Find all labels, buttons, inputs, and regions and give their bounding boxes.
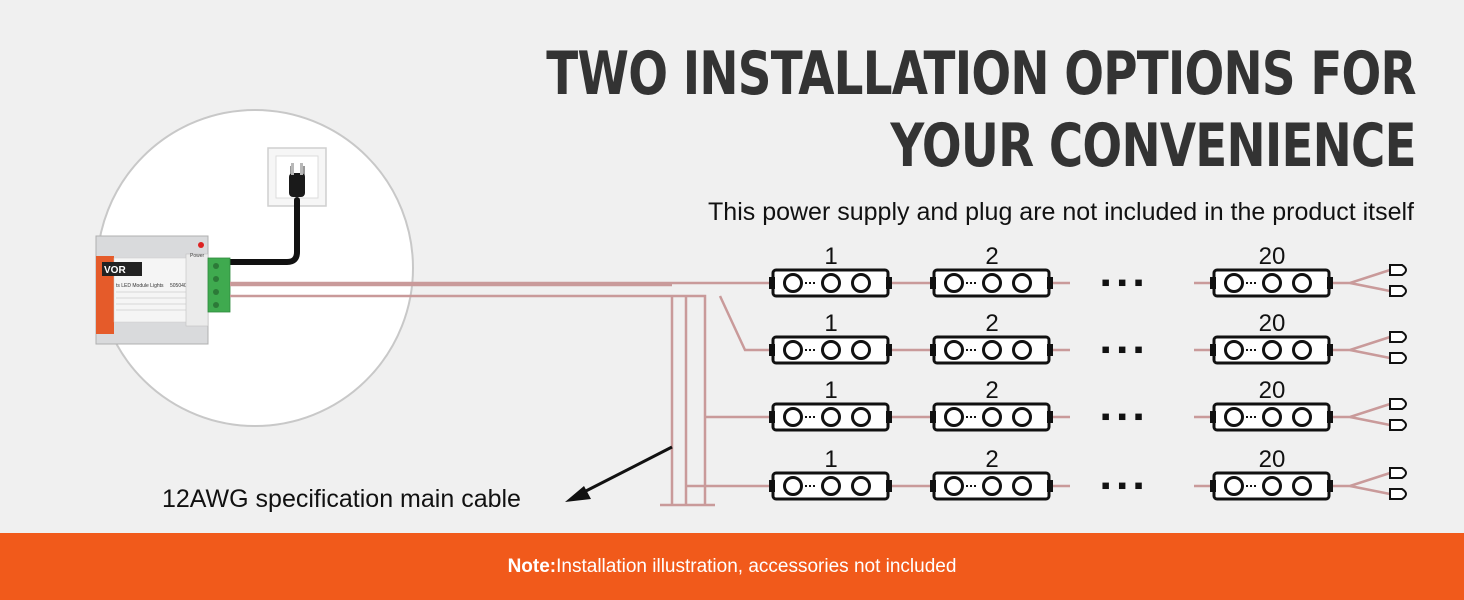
- led-module-icon: [1210, 471, 1333, 501]
- psu-heading: ts LED Module Lights: [116, 283, 164, 289]
- module-number: 2: [985, 310, 998, 337]
- title-line-2: YOUR CONVENIENCE: [890, 111, 1417, 181]
- module-number: 20: [1259, 310, 1286, 337]
- module-number: 20: [1259, 446, 1286, 473]
- led-module-icon: [769, 268, 892, 298]
- led-module-icon: [1210, 268, 1333, 298]
- note-text: Installation illustration, accessories n…: [556, 555, 957, 577]
- module-number: 2: [985, 446, 998, 473]
- main-cable-wires: [230, 281, 770, 507]
- ellipsis: ▪ ▪ ▪: [1101, 470, 1143, 500]
- title-line-1: TWO INSTALLATION OPTIONS FOR: [546, 39, 1416, 109]
- power-plug-icon: [219, 163, 305, 265]
- branch-wire: [718, 295, 770, 352]
- subtitle: This power supply and plug are not inclu…: [708, 198, 1414, 226]
- ellipsis: ▪ ▪ ▪: [1101, 401, 1143, 431]
- led-row: ▪ ▪ ▪ 1 2 20: [769, 310, 1407, 365]
- psu-power-label: Power: [190, 253, 205, 259]
- module-number: 1: [824, 310, 837, 337]
- led-row: ▪ ▪ ▪ 1 2 20: [769, 446, 1407, 501]
- led-module-icon: [769, 471, 892, 501]
- note-prefix: Note:: [507, 555, 557, 577]
- led-module-rows: ▪ ▪ ▪ 1 2 20 ▪ ▪ ▪ 1 2 20 ▪ ▪ ▪ 1 2 20 ▪ ▪ ▪ 1 2 20: [769, 243, 1407, 501]
- led-module-icon: [769, 335, 892, 365]
- connector-plug-icon: [1333, 467, 1407, 500]
- led-row: ▪ ▪ ▪ 1 2 20: [769, 377, 1407, 432]
- module-number: 20: [1259, 377, 1286, 404]
- led-module-icon: [930, 471, 1053, 501]
- connector-plug-icon: [1333, 331, 1407, 364]
- module-number: 1: [824, 446, 837, 473]
- power-supply-unit: VOR ts LED Module Lights 5050400 Power: [95, 235, 231, 345]
- connector-plug-icon: [1333, 264, 1407, 297]
- ellipsis: ▪ ▪ ▪: [1101, 334, 1143, 364]
- module-number: 20: [1259, 243, 1286, 270]
- ellipsis: ▪ ▪ ▪: [1101, 267, 1143, 297]
- psu-brand-label: VOR: [104, 265, 126, 276]
- cable-label: 12AWG specification main cable: [162, 485, 521, 513]
- page-title: TWO INSTALLATION OPTIONS FOR YOUR CONVEN…: [546, 38, 1416, 182]
- led-module-icon: [930, 335, 1053, 365]
- psu-model: 5050400: [170, 283, 190, 289]
- arrow-icon: [565, 445, 673, 502]
- led-module-icon: [930, 268, 1053, 298]
- led-row: ▪ ▪ ▪ 1 2 20: [769, 243, 1407, 298]
- led-module-icon: [1210, 402, 1333, 432]
- wiring-diagram: VOR ts LED Module Lights 5050400 Power ▪…: [95, 109, 1407, 507]
- module-number: 2: [985, 377, 998, 404]
- connector-plug-icon: [1333, 398, 1407, 431]
- installation-diagram: VOR ts LED Module Lights 5050400 Power ▪…: [95, 109, 1407, 507]
- led-module-icon: [930, 402, 1053, 432]
- main-wire: [230, 294, 707, 505]
- footer-note-bar: Note:Installation illustration, accessor…: [0, 533, 1464, 600]
- led-module-icon: [769, 402, 892, 432]
- led-module-icon: [1210, 335, 1333, 365]
- module-number: 1: [824, 243, 837, 270]
- module-number: 2: [985, 243, 998, 270]
- module-number: 1: [824, 377, 837, 404]
